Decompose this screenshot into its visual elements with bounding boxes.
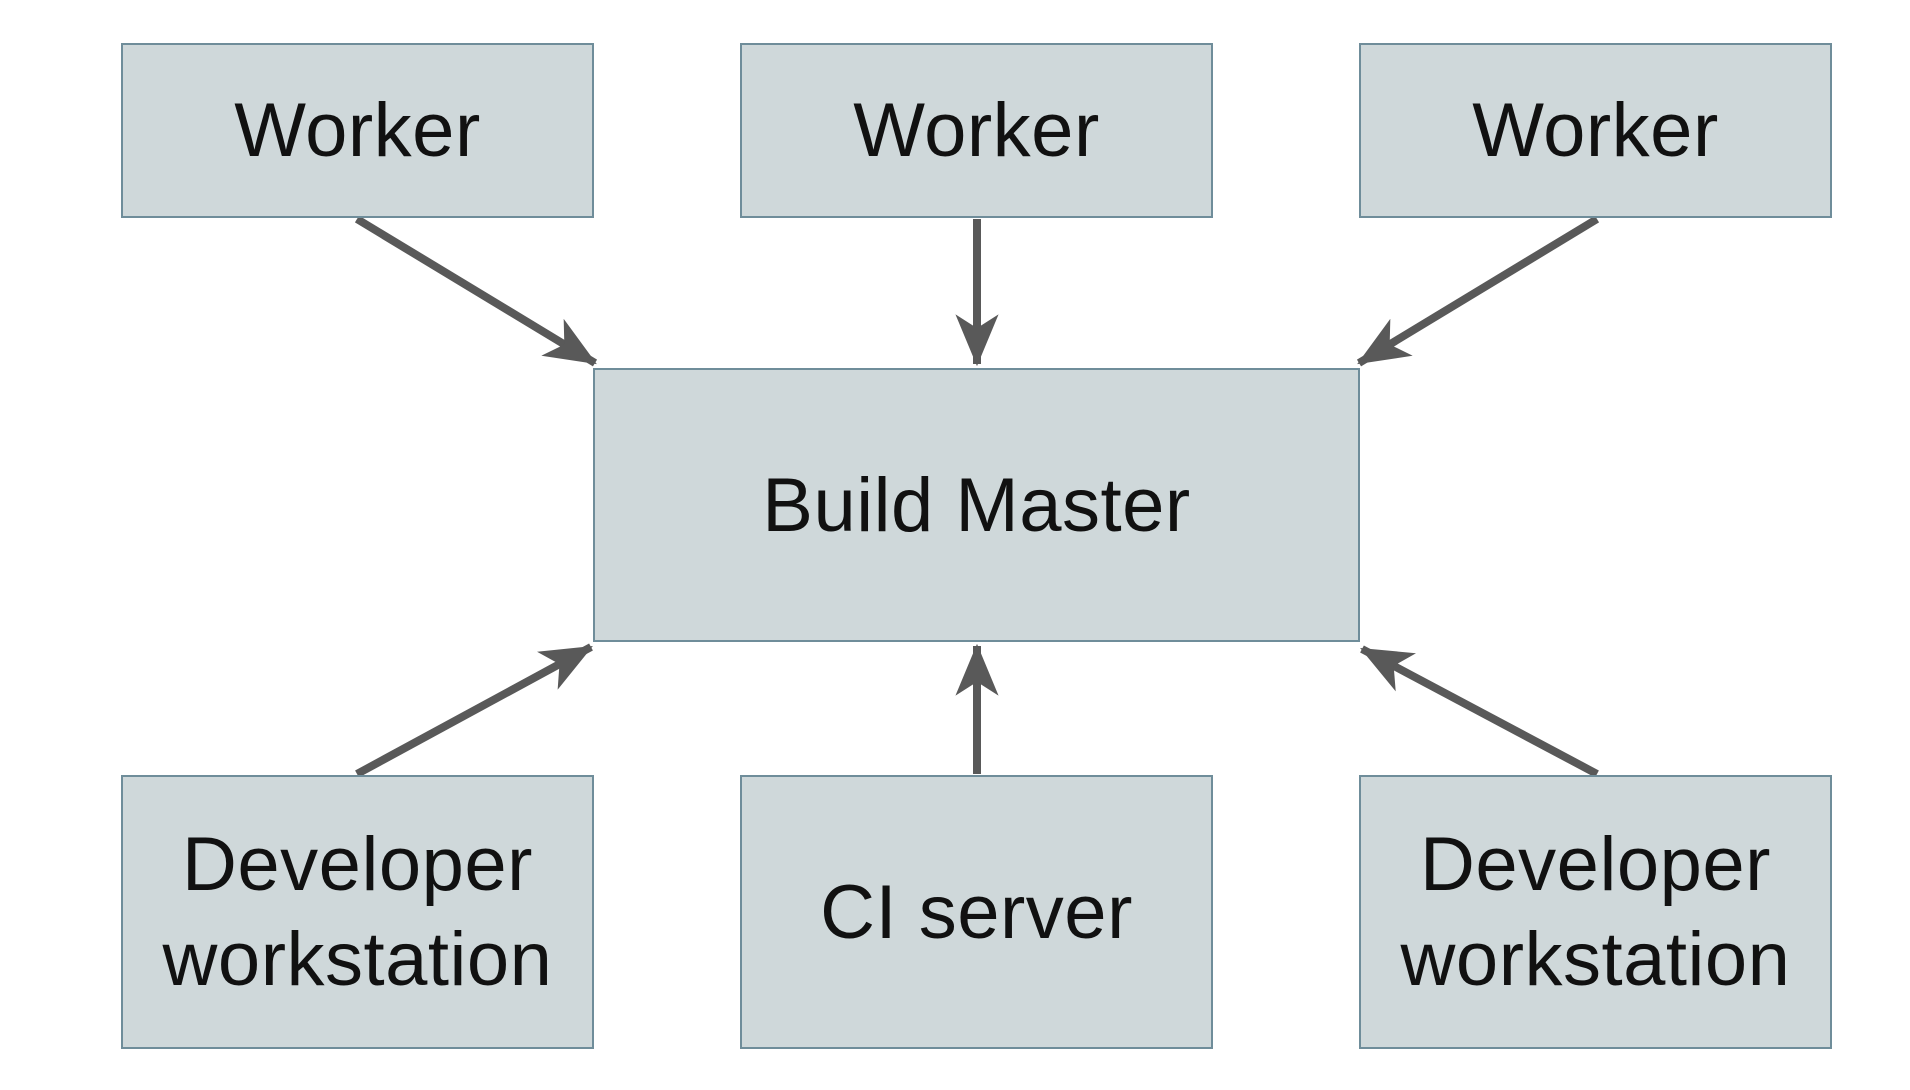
node-worker-left: Worker [121, 43, 594, 218]
node-label: Worker [1472, 88, 1719, 173]
arrow-worker-right-to-build-master [1356, 215, 1600, 367]
arrow-worker-left-to-build-master [354, 215, 598, 367]
node-ci-server: CI server [740, 775, 1213, 1049]
arrow-dev-workstation-right-to-build-master [1360, 645, 1599, 778]
node-label: Developer workstation [1400, 822, 1791, 1002]
node-label: Build Master [762, 462, 1191, 548]
node-worker-right: Worker [1359, 43, 1832, 218]
node-developer-workstation-left: Developer workstation [121, 775, 594, 1049]
node-worker-center: Worker [740, 43, 1213, 218]
node-label: Worker [853, 88, 1100, 173]
node-label: Worker [234, 88, 481, 173]
node-build-master: Build Master [593, 368, 1360, 642]
arrow-dev-workstation-left-to-build-master [355, 643, 593, 778]
node-developer-workstation-right: Developer workstation [1359, 775, 1832, 1049]
node-label: Developer workstation [162, 822, 553, 1002]
node-label: CI server [820, 869, 1133, 955]
